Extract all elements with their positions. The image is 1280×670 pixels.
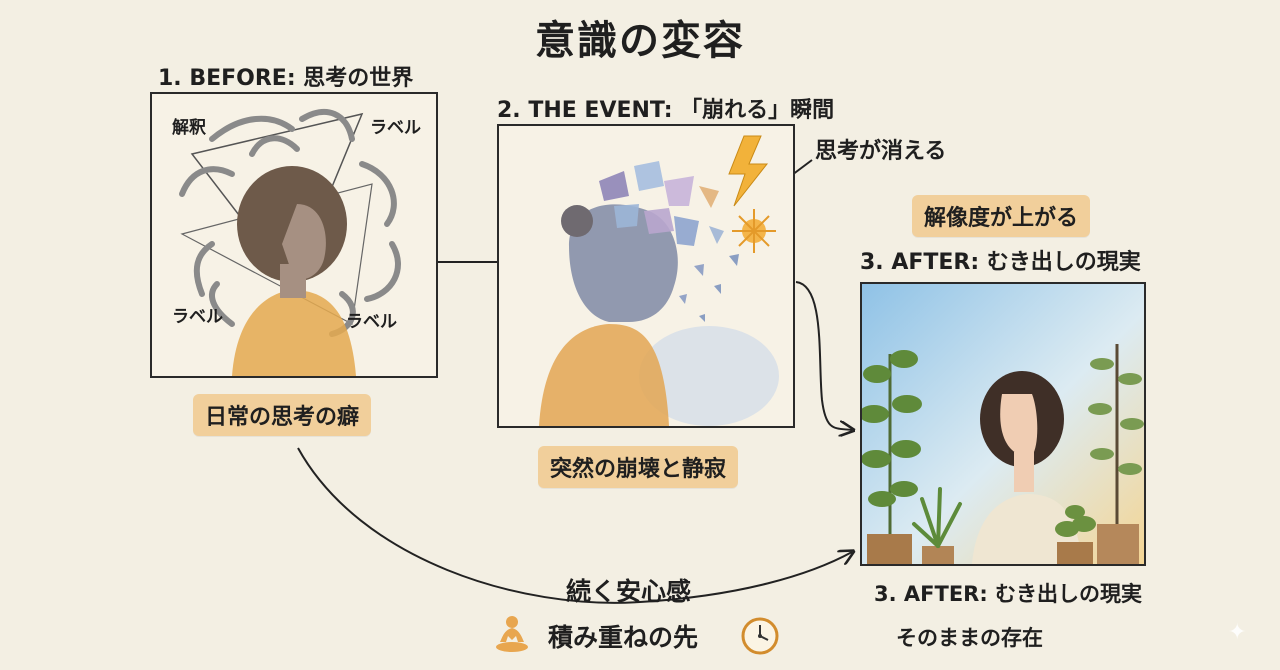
plant-small-icon	[912, 487, 962, 564]
event-heading: 2. THE EVENT: 「崩れる」瞬間	[497, 98, 835, 123]
person-before-figure	[232, 166, 356, 376]
before-illustration	[179, 108, 401, 376]
person-after-figure	[972, 371, 1082, 564]
event-tag: 突然の崩壊と静寂	[538, 446, 739, 488]
arrow-event-after	[795, 281, 852, 430]
shard-fragments	[599, 161, 739, 322]
before-heading: 1. BEFORE: 思考の世界	[158, 66, 414, 91]
bottom-line2: 積み重ねの先	[548, 623, 699, 652]
burst-icon	[732, 209, 776, 253]
before-panel	[150, 92, 438, 378]
lightning-icon	[728, 135, 769, 207]
page-title: 意識の変容	[535, 18, 745, 64]
clock-icon	[741, 617, 779, 655]
label-tag-1: ラベル	[370, 118, 421, 138]
before-tag: 日常の思考の癖	[193, 394, 372, 436]
after-badge: 解像度が上がる	[912, 195, 1091, 237]
meditation-icon	[496, 616, 528, 652]
after-caption-sub: そのままの存在	[896, 626, 1043, 650]
label-tag-3: ラベル	[346, 312, 397, 332]
after-heading: 3. AFTER: むき出しの現実	[860, 250, 1141, 275]
after-panel	[860, 282, 1146, 566]
arrow-bottom-curve	[297, 447, 852, 604]
bottom-line1: 続く安心感	[566, 577, 692, 606]
person-event-figure	[539, 204, 678, 426]
after-caption-heading: 3. AFTER: むき出しの現実	[874, 582, 1143, 606]
event-illustration	[539, 135, 779, 426]
label-interpretation: 解釈	[172, 118, 206, 138]
sparkle-icon: ✦	[1228, 620, 1247, 645]
after-illustration	[862, 284, 1144, 564]
label-tag-2: ラベル	[172, 307, 223, 327]
plant-left-icon	[862, 350, 922, 564]
plant-right-icon	[1055, 344, 1144, 564]
event-panel	[497, 124, 795, 428]
event-callout: 思考が消える	[815, 139, 947, 164]
